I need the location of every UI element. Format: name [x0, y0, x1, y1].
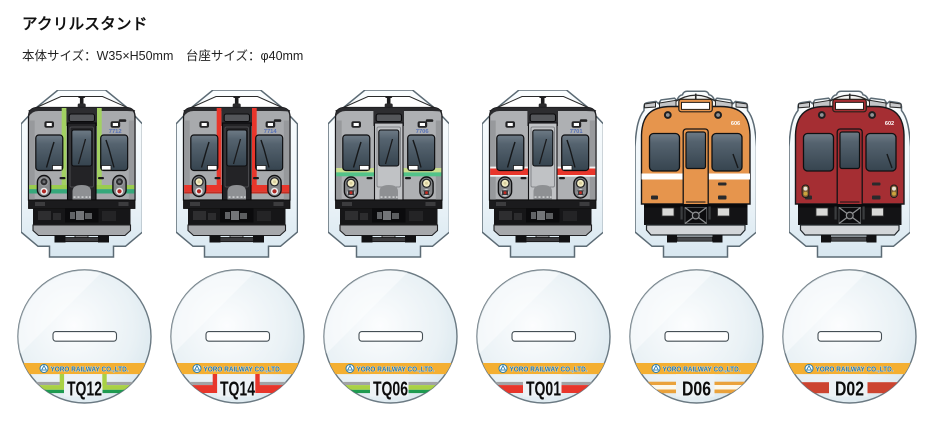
svg-text:D06: D06	[682, 378, 711, 400]
svg-text:D02: D02	[835, 378, 864, 400]
svg-text:TQ12: TQ12	[67, 378, 102, 400]
svg-text:YORO RAILWAY CO.,LTD.: YORO RAILWAY CO.,LTD.	[815, 364, 893, 373]
svg-text:606: 606	[730, 121, 739, 127]
svg-text:TQ14: TQ14	[220, 378, 256, 400]
svg-text:7712: 7712	[108, 129, 121, 135]
svg-text:TQ01: TQ01	[526, 378, 561, 400]
svg-text:YORO RAILWAY CO.,LTD.: YORO RAILWAY CO.,LTD.	[509, 364, 587, 373]
svg-text:YORO RAILWAY CO.,LTD.: YORO RAILWAY CO.,LTD.	[203, 364, 281, 373]
svg-text:YORO RAILWAY CO.,LTD.: YORO RAILWAY CO.,LTD.	[356, 364, 434, 373]
svg-text:602: 602	[884, 121, 893, 127]
svg-text:7701: 7701	[569, 129, 583, 135]
svg-text:YORO RAILWAY CO.,LTD.: YORO RAILWAY CO.,LTD.	[662, 364, 740, 373]
svg-text:YORO RAILWAY CO.,LTD.: YORO RAILWAY CO.,LTD.	[50, 364, 128, 373]
svg-text:7706: 7706	[415, 129, 429, 135]
svg-text:TQ06: TQ06	[373, 378, 408, 400]
svg-text:7714: 7714	[264, 129, 278, 135]
